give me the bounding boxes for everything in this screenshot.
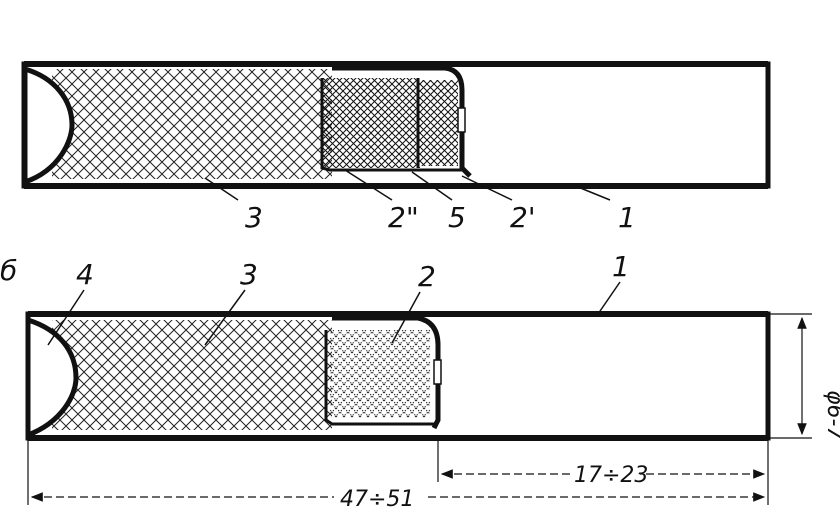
total-length-dimension: 47÷51 bbox=[27, 440, 766, 512]
top-cap-end bbox=[22, 65, 75, 186]
diameter-label: φ6-7 bbox=[822, 390, 840, 440]
short-length-dimension: 17÷23 bbox=[437, 440, 769, 505]
top-callout-2dd: 2" bbox=[388, 201, 419, 234]
short-length-label: 17÷23 bbox=[574, 463, 648, 488]
bottom-leader-lines bbox=[47, 281, 621, 346]
top-variant bbox=[21, 61, 771, 189]
bottom-cap-end bbox=[25, 316, 79, 439]
diameter-dimension: φ6-7 bbox=[768, 313, 840, 440]
bottom-callout-1: 1 bbox=[612, 250, 630, 283]
bottom-tobacco-section bbox=[52, 320, 332, 430]
bottom-callout-3: 3 bbox=[240, 258, 258, 291]
total-length-label: 47÷51 bbox=[340, 487, 414, 512]
bottom-filter-segment-2 bbox=[330, 330, 430, 418]
top-leader-lines bbox=[204, 169, 611, 201]
bottom-variant bbox=[25, 311, 771, 441]
bottom-callout-2: 2 bbox=[418, 260, 436, 293]
top-filter-segment-2d bbox=[418, 80, 458, 166]
bottom-callout-4: 4 bbox=[76, 258, 94, 291]
top-callout-1: 1 bbox=[618, 201, 636, 234]
top-tobacco-section bbox=[52, 69, 332, 179]
bottom-variant-label: б bbox=[0, 254, 17, 287]
top-callout-3: 3 bbox=[245, 201, 263, 234]
top-filter-segment-2dd bbox=[322, 78, 420, 168]
top-callout-5: 5 bbox=[448, 201, 466, 234]
top-callout-2d: 2' bbox=[510, 201, 536, 234]
